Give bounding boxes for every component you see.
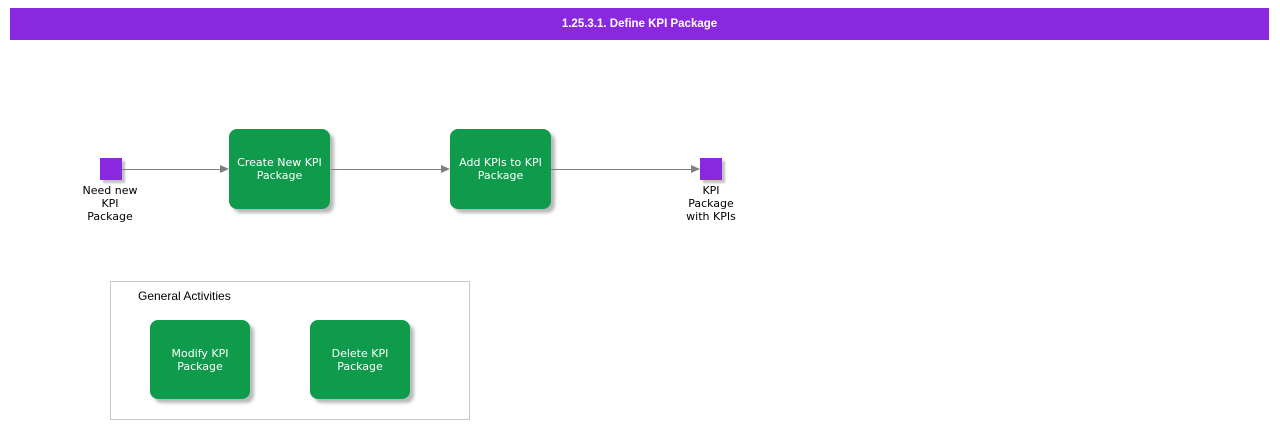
general-activities-title: General Activities xyxy=(138,289,231,303)
flow-arrow-line xyxy=(122,169,220,170)
start-event-label: Need new KPI Package xyxy=(82,184,138,223)
flow-arrow-line xyxy=(331,169,441,170)
start-event-icon xyxy=(100,158,122,180)
activity-create-new-kpi-package[interactable]: Create New KPI Package xyxy=(229,129,330,209)
flow-arrowhead-icon xyxy=(220,165,229,173)
activity-add-kpis-to-kpi-package[interactable]: Add KPIs to KPI Package xyxy=(450,129,551,209)
end-event-icon xyxy=(700,158,722,180)
activity-delete-kpi-package[interactable]: Delete KPI Package xyxy=(310,320,410,399)
page-title: 1.25.3.1. Define KPI Package xyxy=(561,18,718,30)
flow-arrowhead-icon xyxy=(441,165,450,173)
flow-arrow-line xyxy=(551,169,691,170)
activity-modify-kpi-package[interactable]: Modify KPI Package xyxy=(150,320,250,399)
title-bar: 1.25.3.1. Define KPI Package xyxy=(10,8,1269,40)
flow-arrowhead-icon xyxy=(691,165,700,173)
end-event-label: KPI Package with KPIs xyxy=(686,184,736,223)
